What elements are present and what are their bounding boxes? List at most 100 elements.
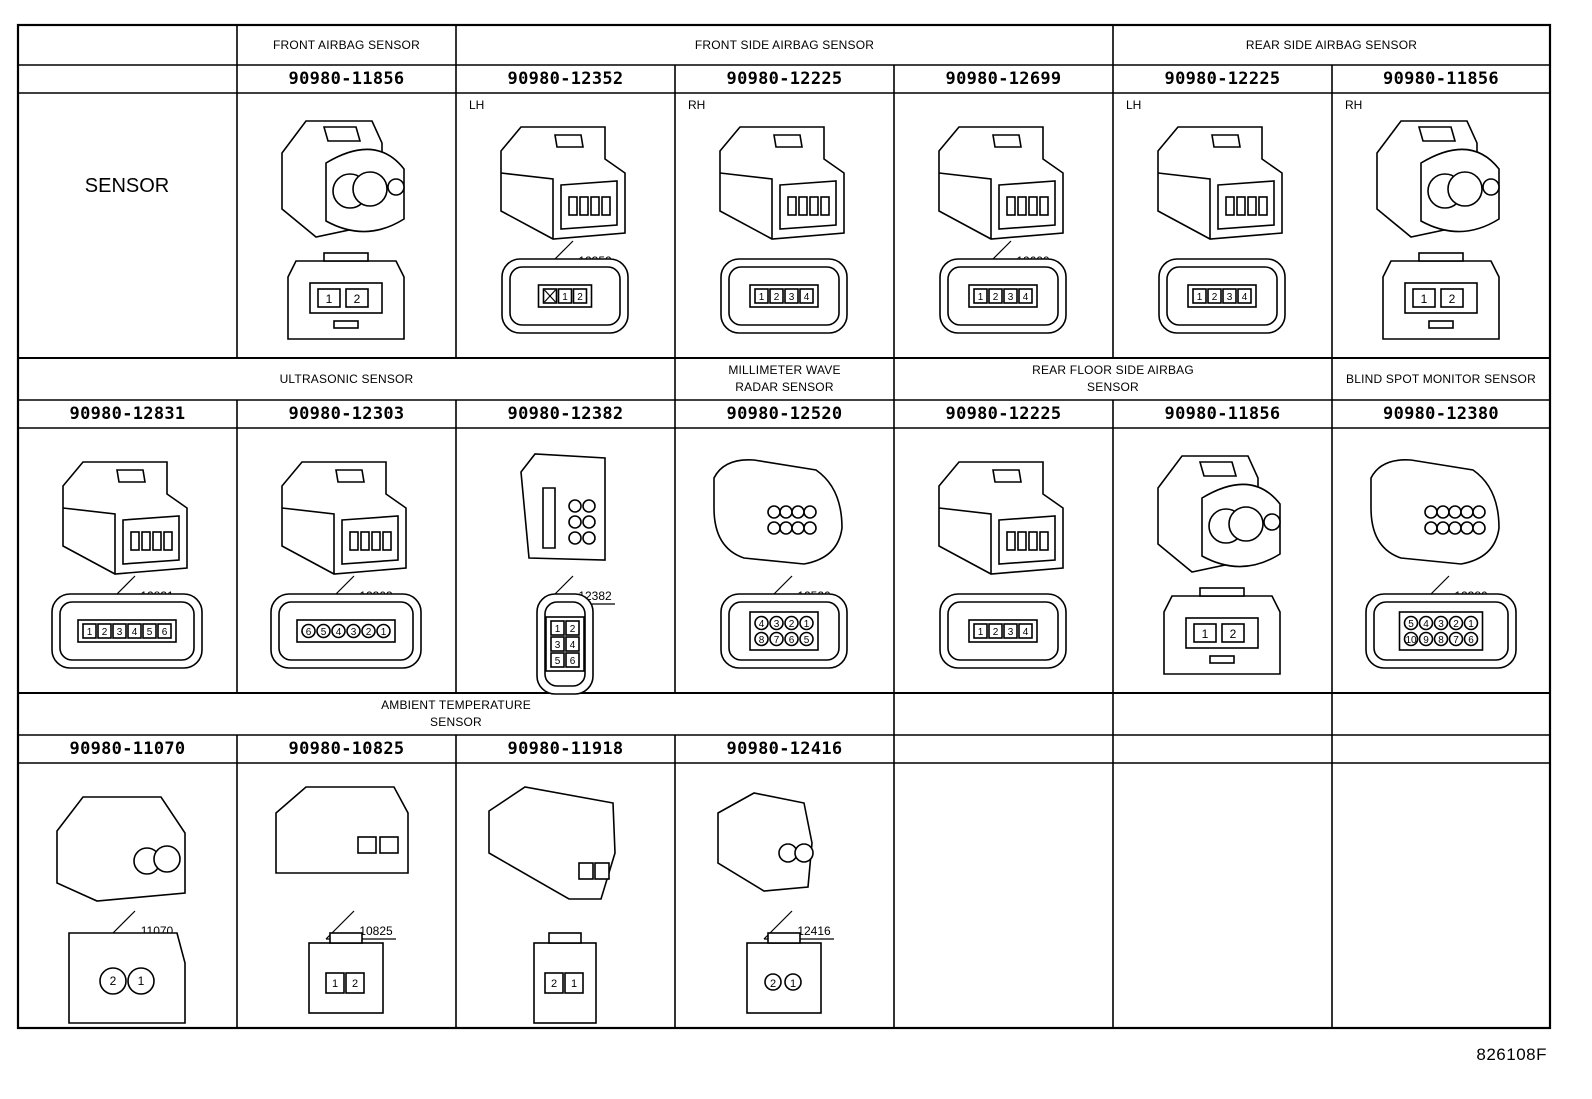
connector-table: SENSOR FRONT AIRBAG SENSOR FRONT SIDE AIR…	[18, 25, 1550, 1050]
part-number: 90980-12225	[945, 404, 1062, 424]
category-header	[1113, 693, 1332, 735]
pin-label: 3	[789, 292, 795, 303]
pin-label: 4	[336, 627, 342, 638]
pin-label: 2	[102, 627, 108, 638]
part-number: 90980-12699	[945, 69, 1062, 89]
category-header: REAR FLOOR SIDE AIRBAG SENSOR	[1032, 363, 1194, 394]
pin-label: 2	[1453, 619, 1459, 630]
pin-label: 3	[117, 627, 123, 638]
pin-label: 5	[1408, 619, 1414, 630]
category-header: MILLIMETER WAVE RADAR SENSOR	[728, 363, 841, 394]
side-label: RH	[688, 98, 706, 112]
side-label: RH	[1345, 98, 1363, 112]
diagram-id: 826108F	[1476, 1045, 1547, 1064]
part-number: 90980-11070	[69, 739, 186, 759]
part-number: 90980-12831	[69, 404, 186, 424]
category-header: ULTRASONIC SENSOR	[279, 371, 414, 386]
pin-label: 2	[770, 978, 776, 990]
callout-label: 10825	[359, 924, 393, 938]
pin-label: 2	[774, 292, 780, 303]
category-header: FRONT SIDE AIRBAG SENSOR	[694, 37, 875, 52]
part-number: 90980-12382	[507, 404, 624, 424]
pin-label: 2	[1230, 627, 1237, 641]
category-header	[894, 693, 1113, 735]
connector-drawing: 12303654321	[270, 461, 422, 669]
pin-label: 5	[321, 627, 327, 638]
pin-label: 1	[1197, 292, 1203, 303]
pin-label: 8	[759, 635, 765, 646]
pin-label: 3	[555, 640, 561, 651]
pin-label: 1	[332, 978, 338, 990]
pin-label: 1	[326, 292, 333, 306]
pin-label: 4	[759, 619, 765, 630]
pin-label: 5	[147, 627, 153, 638]
part-number: 90980-11856	[1164, 404, 1281, 424]
part-number	[1113, 735, 1332, 763]
part-number: 90980-12416	[726, 739, 843, 759]
category-header: FRONT AIRBAG SENSOR	[273, 37, 420, 52]
pin-label: 4	[1423, 619, 1429, 630]
pin-label: 8	[1438, 635, 1444, 646]
connector-drawing: 126991234	[938, 126, 1067, 334]
pin-label: 4	[570, 640, 576, 651]
pin-label: 1	[562, 292, 568, 303]
part-number: 90980-11856	[288, 69, 405, 89]
part-number: 90980-12303	[288, 404, 405, 424]
category-header: AMBIENT TEMPERATURE SENSOR	[381, 698, 531, 729]
part-number: 90980-11918	[507, 739, 624, 759]
pin-label: 2	[570, 624, 576, 635]
pin-label: 2	[993, 292, 999, 303]
pin-label: 1	[1202, 627, 1209, 641]
pin-label: 5	[555, 656, 561, 667]
pin-label: 3	[351, 627, 357, 638]
pin-label: 1	[1468, 619, 1474, 630]
pin-label: 9	[1423, 635, 1429, 646]
connector-drawing: 12831123456	[51, 461, 203, 669]
part-number: 90980-12225	[726, 69, 843, 89]
pin-label: 4	[1023, 627, 1029, 638]
pin-label: 4	[1023, 292, 1029, 303]
pin-label: 3	[1438, 619, 1444, 630]
pin-label: 1	[571, 978, 577, 990]
connector-drawing: 1235212	[500, 126, 629, 334]
pin-label: 3	[1008, 292, 1014, 303]
table-grid	[16, 23, 1552, 1030]
pin-label: 1	[138, 974, 145, 988]
pin-label: 2	[789, 619, 795, 630]
pin-label: 6	[306, 627, 312, 638]
category-header	[1332, 693, 1550, 735]
pin-label: 1	[790, 978, 796, 990]
pin-label: 4	[804, 292, 810, 303]
part-number: 90980-12225	[1164, 69, 1281, 89]
pin-label: 2	[366, 627, 372, 638]
connector-drawing: 1252043218765	[713, 459, 848, 669]
pin-label: 4	[132, 627, 138, 638]
pin-label: 2	[993, 627, 999, 638]
side-label: LH	[1126, 98, 1142, 112]
pin-label: 2	[551, 978, 557, 990]
pin-label: 2	[354, 292, 361, 306]
page-title: SENSOR	[84, 175, 170, 197]
pin-label: 1	[381, 627, 387, 638]
pin-label: 1	[1421, 292, 1428, 306]
category-header: REAR SIDE AIRBAG SENSOR	[1245, 37, 1418, 52]
part-number: 90980-11856	[1383, 69, 1499, 89]
part-number	[1332, 735, 1550, 763]
pin-label: 1	[978, 292, 984, 303]
pin-label: 6	[162, 627, 168, 638]
pin-label: 3	[1008, 627, 1014, 638]
pin-label: 2	[110, 974, 117, 988]
pin-label: 4	[1242, 292, 1248, 303]
pin-label: 1	[978, 627, 984, 638]
pin-label: 2	[577, 292, 583, 303]
pin-label: 2	[1212, 292, 1218, 303]
